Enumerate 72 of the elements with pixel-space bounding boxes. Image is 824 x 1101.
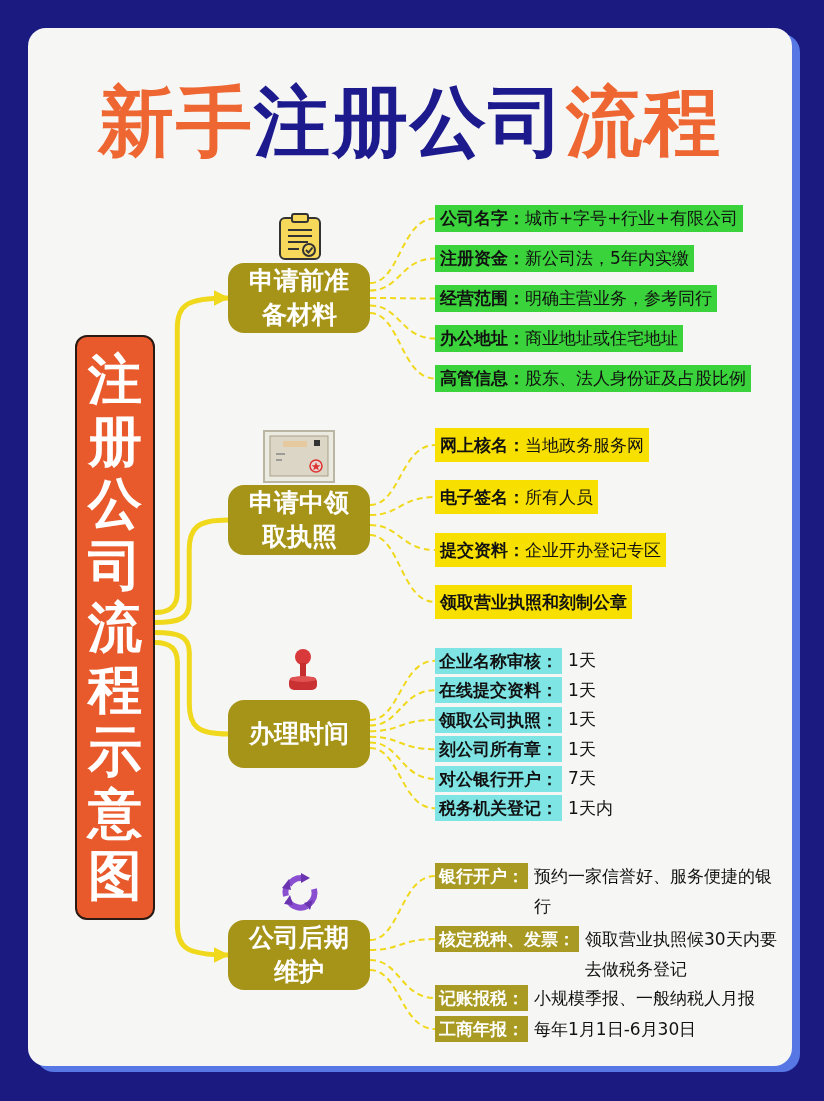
value-text: 1天: [568, 737, 597, 761]
highlight-bar: [435, 428, 649, 462]
highlight-bar: [435, 325, 683, 352]
dashed-connector: [369, 735, 436, 751]
arrow: [154, 290, 230, 615]
key-text: 高管信息：: [440, 368, 525, 388]
highlight-bar: [435, 480, 598, 514]
dashed-connector: [369, 969, 436, 1030]
branch-box: 申请前准备材料: [228, 263, 370, 333]
highlight-label: 对公银行开户：: [435, 765, 562, 792]
highlight-bar: [435, 285, 717, 312]
highlight-bar: [435, 205, 743, 232]
dashed-connector: [369, 741, 436, 780]
value-text: 城市+字号+行业+有限公司: [525, 208, 738, 228]
connector-line: [154, 630, 229, 737]
dashed-connector: [369, 875, 436, 941]
value-text: 1天: [568, 649, 597, 672]
value-text: 明确主营业务，参考同行: [525, 288, 712, 308]
value-text: 商业地址或住宅地址: [525, 328, 678, 348]
dashed-connector: [369, 217, 436, 284]
value-text: 7天: [568, 767, 597, 790]
highlight-label: 在线提交资料：: [435, 677, 562, 704]
dashed-connector: [369, 689, 436, 727]
value-text: 1天: [568, 678, 597, 702]
dashed-connector: [369, 257, 436, 292]
highlight-bar: [435, 533, 666, 567]
topic-box: 注册公司流程示意图: [75, 335, 155, 920]
dashed-connector: [369, 304, 436, 340]
highlight-label: 核定税种、发票：: [435, 926, 579, 952]
highlight-label: 工商年报：: [435, 1016, 528, 1042]
value-text: 预约一家信誉好、服务便捷的银行: [534, 865, 773, 918]
value-text: 小规模季报、一般纳税人月报: [534, 987, 756, 1010]
connector-line: [154, 517, 229, 625]
value-text: 股东、法人身份证及占股比例: [525, 368, 746, 388]
dashed-connector: [369, 312, 436, 380]
value-text: 新公司法，5年内实缴: [525, 248, 689, 268]
value-text: 1天内: [568, 796, 614, 820]
dashed-connector: [369, 959, 436, 999]
dashed-connector: [369, 444, 436, 506]
value-text: 1天: [568, 708, 597, 731]
highlight-label: 刻公司所有章：: [435, 736, 562, 763]
value-text: 所有人员: [525, 487, 593, 507]
dashed-connector: [369, 659, 436, 721]
key-text: 提交资料：: [440, 540, 525, 560]
branch-box: 办理时间: [228, 700, 370, 768]
value-text: 每年1月1日-6月30日: [534, 1018, 698, 1041]
dashed-connector: [369, 297, 436, 300]
branch-box: 公司后期维护: [228, 920, 370, 990]
key-text: 网上核名：: [440, 435, 525, 455]
dashed-connector: [369, 718, 436, 733]
value-text: 当地政务服务网: [525, 435, 644, 455]
key-text: 电子签名：: [440, 487, 525, 507]
highlight-bar: [435, 365, 751, 392]
value-text: 领取营业执照候30天内要去做税务登记: [585, 928, 778, 981]
key-text: 公司名字：: [440, 208, 525, 228]
key-text: 办公地址：: [440, 328, 525, 348]
highlight-label: 记账报税：: [435, 985, 528, 1011]
dashed-connector: [369, 938, 436, 951]
highlight-bar: [435, 245, 694, 272]
title: 新手注册公司流程: [96, 76, 723, 168]
key-text: 经营范围：: [440, 288, 525, 308]
highlight-label: 企业名称审核：: [435, 647, 562, 674]
highlight-bar: 领取营业执照和刻制公章: [435, 585, 632, 619]
value-text: 企业开办登记专区: [525, 540, 661, 560]
highlight-label: 领取公司执照：: [435, 706, 562, 733]
dashed-connector: [369, 747, 436, 810]
highlight-label: 税务机关登记：: [435, 795, 562, 822]
key-text: 注册资金：: [440, 248, 525, 268]
highlight-label: 银行开户：: [435, 863, 528, 889]
branch-box: 申请中领取执照: [228, 485, 370, 555]
arrow: [154, 640, 230, 963]
dashed-connector: [369, 524, 436, 551]
